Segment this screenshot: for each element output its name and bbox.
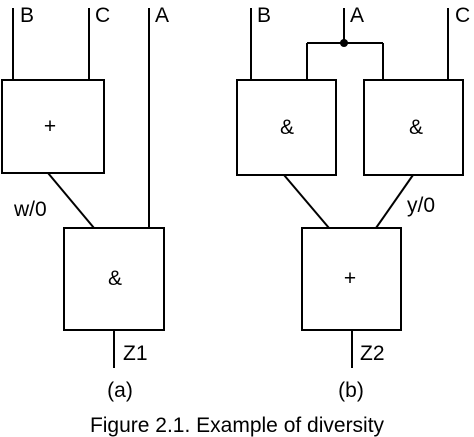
junction-dot — [340, 39, 348, 47]
label-b-input-b: B — [257, 4, 271, 27]
label-a-fault-w: w/0 — [13, 198, 47, 221]
label-a-input-b: B — [20, 4, 34, 27]
label-b-sublabel: (b) — [338, 379, 364, 402]
gate-b-and-right — [363, 79, 464, 176]
label-a-input-c: C — [95, 4, 110, 27]
label-b-output-z2: Z2 — [360, 342, 385, 365]
gate-b-and-right-op: & — [409, 116, 423, 139]
label-a-output-z1: Z1 — [123, 342, 148, 365]
wire-a-w — [47, 172, 95, 229]
gate-a-and-op: & — [108, 267, 122, 290]
circuit-a: B C A + w/0 & Z1 (a) — [1, 4, 169, 402]
circuit-b: B A C & & y/0 + Z2 (b) — [236, 4, 470, 402]
gate-b-and-left-op: & — [280, 116, 294, 139]
label-a-input-a: A — [155, 4, 169, 27]
label-a-sublabel: (a) — [107, 379, 133, 402]
gate-b-and-left — [236, 79, 337, 176]
figure-caption: Figure 2.1. Example of diversity — [90, 414, 385, 437]
wire-b-left-to-or — [283, 174, 330, 229]
gate-b-or-op: + — [344, 267, 356, 290]
label-b-fault-y: y/0 — [407, 194, 435, 217]
gate-a-or-op: + — [44, 115, 56, 138]
label-b-input-a: A — [350, 4, 364, 27]
label-b-input-c: C — [455, 4, 470, 27]
wire-b-y — [375, 174, 414, 229]
gate-a-or — [1, 79, 105, 174]
